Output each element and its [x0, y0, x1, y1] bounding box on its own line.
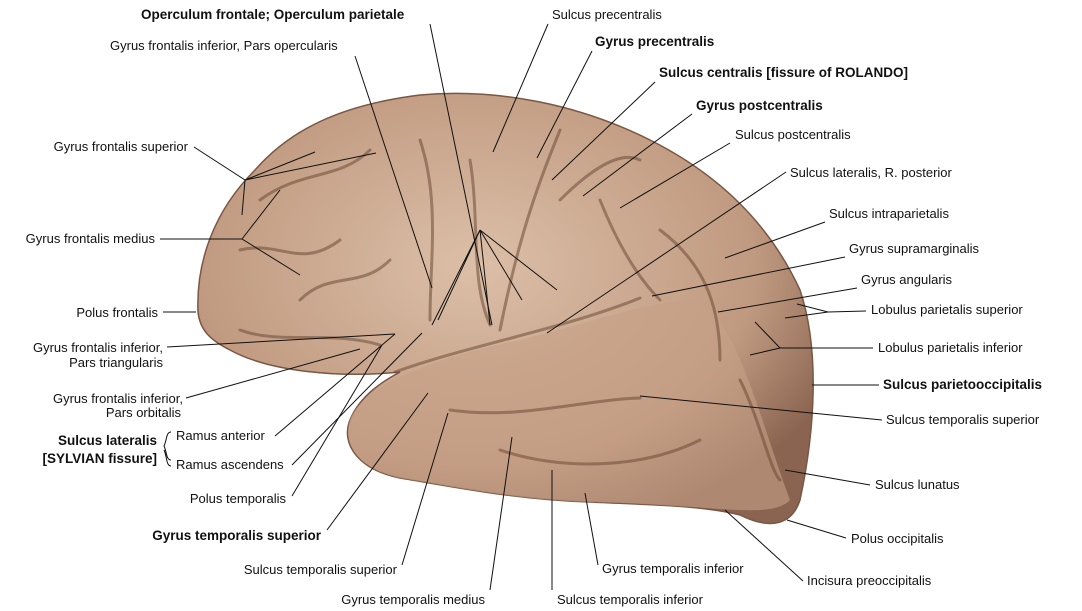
label-sulcus-precentralis: Sulcus precentralis	[552, 7, 662, 22]
label-sulcus-lunatus: Sulcus lunatus	[875, 477, 960, 492]
label-gyrus-precentralis: Gyrus precentralis	[595, 34, 714, 49]
label-sulcus-temporalis-superior-left: Sulcus temporalis superior	[244, 562, 398, 577]
labels: Operculum frontale; Operculum parietale …	[26, 7, 1042, 607]
label-operculum: Operculum frontale; Operculum parietale	[141, 7, 405, 22]
label-sulcus-lateralis: Sulcus lateralis	[58, 433, 157, 448]
label-gfi-orbitalis-line1: Gyrus frontalis inferior,	[53, 391, 183, 406]
label-gyrus-supramarginalis: Gyrus supramarginalis	[849, 241, 980, 256]
sylvian-fissure	[393, 296, 642, 374]
label-gyrus-postcentralis: Gyrus postcentralis	[696, 98, 823, 113]
bracket-brace	[163, 431, 172, 467]
label-sulcus-temporalis-superior-right: Sulcus temporalis superior	[886, 412, 1040, 427]
central-sulcus	[498, 128, 562, 332]
label-gfi-orbitalis-line2: Pars orbitalis	[106, 405, 182, 420]
label-sylvian-fissure: [SYLVIAN fissure]	[42, 451, 157, 466]
label-sulcus-temporalis-inferior: Sulcus temporalis inferior	[557, 592, 704, 607]
label-gyrus-temporalis-superior: Gyrus temporalis superior	[152, 528, 322, 543]
label-polus-frontalis: Polus frontalis	[76, 305, 158, 320]
label-gyrus-temporalis-inferior: Gyrus temporalis inferior	[602, 561, 744, 576]
label-sulcus-postcentralis: Sulcus postcentralis	[735, 127, 851, 142]
gyri-folds	[238, 138, 782, 482]
label-gfi-opercularis: Gyrus frontalis inferior, Pars opercular…	[110, 38, 338, 53]
label-gfi-triangularis-line1: Gyrus frontalis inferior,	[33, 340, 163, 355]
label-gyrus-temporalis-medius: Gyrus temporalis medius	[341, 592, 485, 607]
label-sulcus-centralis: Sulcus centralis [fissure of ROLANDO]	[659, 65, 908, 80]
label-polus-occipitalis: Polus occipitalis	[851, 531, 944, 546]
label-sulcus-parietooccipitalis: Sulcus parietooccipitalis	[883, 377, 1042, 392]
label-gyrus-frontalis-medius: Gyrus frontalis medius	[26, 231, 156, 246]
label-sulcus-lateralis-posterior: Sulcus lateralis, R. posterior	[790, 165, 953, 180]
label-incisura-preoccipitalis: Incisura preoccipitalis	[807, 573, 932, 588]
label-lobulus-parietalis-superior: Lobulus parietalis superior	[871, 302, 1023, 317]
label-gfi-triangularis-line2: Pars triangularis	[69, 355, 163, 370]
label-polus-temporalis: Polus temporalis	[190, 491, 287, 506]
leader-lines	[160, 23, 883, 591]
label-gyrus-frontalis-superior: Gyrus frontalis superior	[54, 139, 189, 154]
label-lobulus-parietalis-inferior: Lobulus parietalis inferior	[878, 340, 1023, 355]
label-gyrus-angularis: Gyrus angularis	[861, 272, 953, 287]
label-ramus-anterior: Ramus anterior	[176, 428, 266, 443]
brain-illustration	[197, 92, 814, 525]
label-sulcus-intraparietalis: Sulcus intraparietalis	[829, 206, 949, 221]
label-ramus-ascendens: Ramus ascendens	[176, 457, 284, 472]
